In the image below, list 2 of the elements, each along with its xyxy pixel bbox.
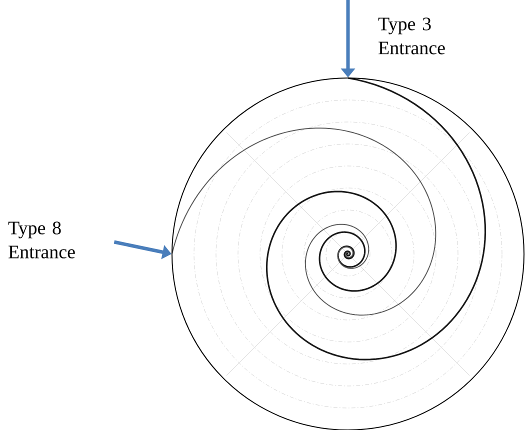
- entrance-label: Type 3 Entrance: [378, 18, 445, 54]
- entrance-label: Type 8 Entrance: [8, 222, 75, 258]
